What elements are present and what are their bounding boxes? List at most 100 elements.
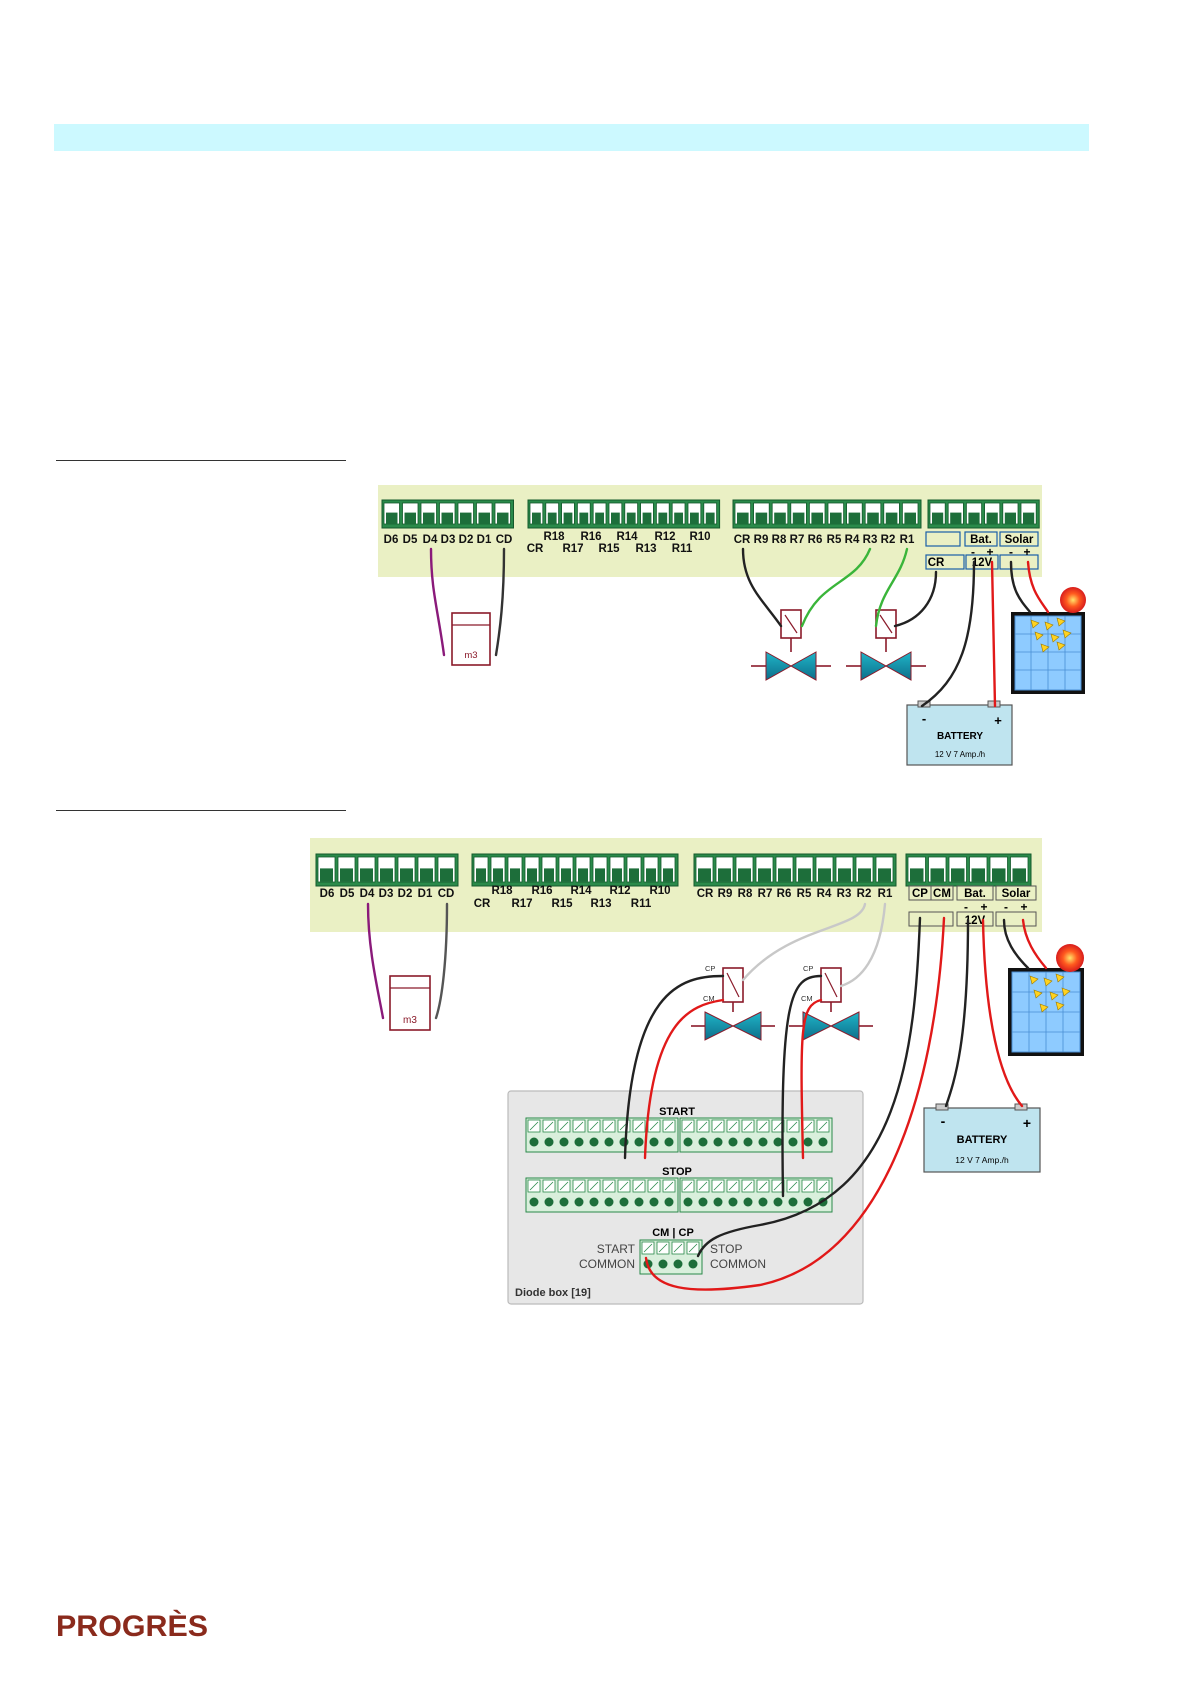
diode-terminal bbox=[683, 1137, 693, 1147]
d-label: D5 bbox=[403, 534, 418, 546]
battery-plus: + bbox=[1023, 1115, 1031, 1131]
solenoid-valve-icon: CP CM bbox=[789, 964, 873, 1041]
terminal-strip bbox=[527, 499, 721, 529]
d-label: D2 bbox=[398, 888, 413, 900]
r-label: R6 bbox=[777, 888, 792, 900]
diode-terminal bbox=[758, 1137, 768, 1147]
r9-labels-1: CR R9 R8 R7 R6 R5 R4 R3 R2 R1 bbox=[734, 534, 915, 546]
diode-box-title: Diode box [19] bbox=[515, 1287, 591, 1299]
battery-icon: - + BATTERY 12 V 7 Amp./h bbox=[923, 1103, 1041, 1173]
section-rule-1 bbox=[56, 460, 346, 461]
diode-terminal bbox=[698, 1137, 708, 1147]
battery-spec: 12 V 7 Amp./h bbox=[955, 1155, 1009, 1165]
d-label: D3 bbox=[441, 534, 456, 546]
diode-terminal bbox=[574, 1197, 584, 1207]
diode-terminal-strips bbox=[525, 1117, 833, 1275]
minus-sign: - bbox=[964, 900, 968, 914]
d-label: CD bbox=[496, 534, 513, 546]
r-label: R5 bbox=[797, 888, 812, 900]
diode-terminal bbox=[728, 1137, 738, 1147]
r-label: R4 bbox=[817, 888, 832, 900]
diode-terminal-strip bbox=[525, 1177, 679, 1213]
battery-spec: 12 V 7 Amp./h bbox=[935, 750, 985, 759]
diode-terminal bbox=[773, 1137, 783, 1147]
cm-label: CM bbox=[933, 888, 951, 900]
r-label: R14 bbox=[616, 531, 638, 543]
d-label: D1 bbox=[477, 534, 492, 546]
d-label: D5 bbox=[340, 888, 355, 900]
diode-terminal bbox=[688, 1259, 698, 1269]
diode-terminal-strip bbox=[525, 1117, 679, 1153]
d-label: D4 bbox=[360, 888, 375, 900]
diode-terminal bbox=[788, 1137, 798, 1147]
d-label: D4 bbox=[423, 534, 438, 546]
r-label: R12 bbox=[654, 531, 675, 543]
diode-terminal bbox=[544, 1197, 554, 1207]
terminal-strip bbox=[693, 853, 897, 887]
solar-label: Solar bbox=[1002, 888, 1031, 900]
start-label: START bbox=[659, 1106, 695, 1118]
d-label: D2 bbox=[459, 534, 474, 546]
stop-label: STOP bbox=[662, 1166, 692, 1178]
section-rule-2 bbox=[56, 810, 346, 811]
r-label: R9 bbox=[754, 534, 769, 546]
solenoid-valve-icon bbox=[751, 609, 831, 681]
r-label: R7 bbox=[758, 888, 773, 900]
header-band bbox=[54, 124, 1089, 151]
battery-icon: - + BATTERY 12 V 7 Amp./h bbox=[906, 700, 1013, 766]
diode-terminal bbox=[803, 1137, 813, 1147]
water-meter-icon: m3 bbox=[389, 975, 431, 1031]
d-label: CD bbox=[438, 888, 455, 900]
diode-terminal bbox=[649, 1197, 659, 1207]
r-label: R18 bbox=[543, 531, 565, 543]
r-label: R3 bbox=[863, 534, 878, 546]
valve-cp-label: CP bbox=[705, 964, 715, 973]
r-label: R15 bbox=[598, 543, 620, 555]
r-labels-1: R18 R16 R14 R12 R10 CR R17 R15 R13 R11 bbox=[527, 531, 711, 555]
diode-terminal bbox=[743, 1197, 753, 1207]
diode-terminal bbox=[803, 1197, 813, 1207]
battery-minus: - bbox=[941, 1113, 946, 1129]
voltage-label: 12V bbox=[965, 915, 986, 927]
meter-label: m3 bbox=[403, 1015, 417, 1026]
r-label: R7 bbox=[790, 534, 805, 546]
meter-label: m3 bbox=[464, 650, 477, 661]
cp-label: CP bbox=[912, 888, 928, 900]
r-labels-2: R18 R16 R14 R12 R10 CR R17 R15 R13 R11 bbox=[474, 885, 671, 910]
cm-cp-label: CM | CP bbox=[652, 1227, 694, 1239]
solenoid-valve-icon bbox=[846, 609, 926, 681]
start-common-label: START bbox=[597, 1242, 636, 1256]
diode-terminal bbox=[529, 1137, 539, 1147]
plus-sign: + bbox=[1020, 900, 1027, 914]
r-label: R13 bbox=[635, 543, 656, 555]
valve-cm-label: CM bbox=[703, 994, 715, 1003]
r9-labels-2: CR R9 R8 R7 R6 R5 R4 R3 R2 R1 bbox=[697, 888, 893, 900]
terminal-strips-2 bbox=[315, 853, 1032, 887]
progres-logo: PROGRÈS bbox=[56, 1609, 208, 1643]
terminal-strip bbox=[927, 499, 1040, 529]
minus-sign: - bbox=[1004, 900, 1008, 914]
r-label: CR bbox=[474, 898, 491, 910]
diode-terminal bbox=[529, 1197, 539, 1207]
wires-2 bbox=[366, 902, 1048, 1291]
r-label: R6 bbox=[808, 534, 823, 546]
r-label: R17 bbox=[562, 543, 583, 555]
solar-panel-icon bbox=[1011, 587, 1086, 694]
r-label: R15 bbox=[551, 898, 573, 910]
terminal-strip bbox=[732, 499, 922, 529]
r-label: CR bbox=[697, 888, 714, 900]
r-label: R2 bbox=[881, 534, 896, 546]
diode-terminal bbox=[574, 1137, 584, 1147]
diode-terminal bbox=[559, 1137, 569, 1147]
diode-terminal-strip bbox=[679, 1117, 833, 1153]
plus-sign: + bbox=[980, 900, 987, 914]
d-label: D6 bbox=[320, 888, 335, 900]
diode-terminal bbox=[728, 1197, 738, 1207]
r-label: R1 bbox=[900, 534, 915, 546]
bat-label: Bat. bbox=[970, 534, 992, 546]
diagram-1: D6 D5 D4 D3 D2 D1 CD R18 R16 R14 R12 R10… bbox=[378, 485, 1086, 766]
r-label: R9 bbox=[718, 888, 733, 900]
stop-common-label: COMMON bbox=[710, 1257, 766, 1271]
diode-terminal bbox=[673, 1259, 683, 1269]
